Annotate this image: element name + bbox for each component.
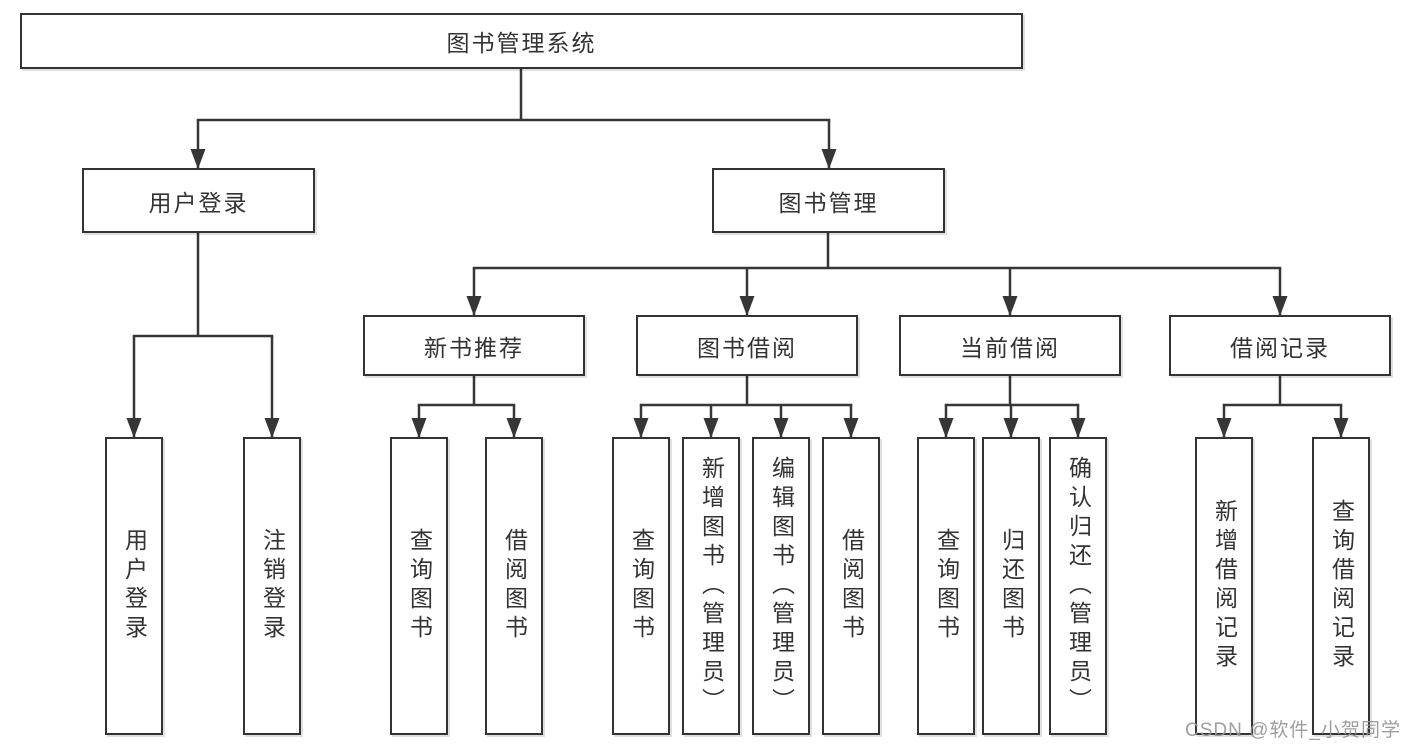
leaf-bb-add-books-admin: 新增图书（管理员） [682, 437, 740, 735]
trunk-borrow [639, 374, 853, 407]
leaf-br-add-record-label: 新增借阅记录 [1211, 499, 1238, 673]
leaf-cb-confirm-return-admin-label: 确认归还（管理员） [1065, 455, 1092, 717]
leaf-br-query-record-label: 查询借阅记录 [1328, 499, 1355, 673]
node-new-book-recommend: 新书推荐 [363, 315, 585, 376]
node-borrow-records: 借阅记录 [1169, 315, 1391, 376]
leaf-logout: 注销登录 [243, 437, 301, 735]
trunk-records [1222, 374, 1343, 407]
leaf-cb-query-books-label: 查询图书 [933, 528, 960, 644]
trunk-current [944, 374, 1080, 407]
leaf-bb-borrow-books-label: 借阅图书 [838, 528, 865, 644]
leaf-br-query-record: 查询借阅记录 [1312, 437, 1370, 735]
leaf-nb-query-books: 查询图书 [390, 437, 448, 735]
leaf-bb-query-books-label: 查询图书 [628, 528, 655, 644]
leaf-user-login-label: 用户登录 [121, 528, 148, 644]
node-book-borrow-label: 图书借阅 [697, 334, 797, 361]
leaf-bb-query-books: 查询图书 [612, 437, 670, 735]
leaf-cb-confirm-return-admin: 确认归还（管理员） [1049, 437, 1107, 735]
leaf-bb-borrow-books: 借阅图书 [822, 437, 880, 735]
leaf-nb-borrow-books: 借阅图书 [485, 437, 543, 735]
node-book-borrow: 图书借阅 [636, 315, 858, 376]
node-book-management-label: 图书管理 [778, 189, 879, 216]
leaf-user-login: 用户登录 [105, 437, 163, 735]
node-current-borrow: 当前借阅 [899, 315, 1121, 376]
trunk-root [196, 67, 831, 122]
node-borrow-records-label: 借阅记录 [1230, 334, 1330, 361]
node-root: 图书管理系统 [20, 13, 1023, 69]
leaf-cb-return-books: 归还图书 [982, 437, 1040, 735]
leaf-cb-query-books: 查询图书 [917, 437, 975, 735]
leaf-cb-return-books-label: 归还图书 [998, 528, 1025, 644]
node-current-borrow-label: 当前借阅 [960, 334, 1060, 361]
leaf-bb-add-books-admin-label: 新增图书（管理员） [698, 455, 725, 717]
node-new-book-recommend-label: 新书推荐 [424, 334, 524, 361]
leaf-logout-label: 注销登录 [259, 528, 286, 644]
node-root-label: 图书管理系统 [446, 30, 597, 56]
trunk-user-login [132, 231, 274, 338]
node-user-login: 用户登录 [82, 168, 315, 233]
leaf-bb-edit-books-admin-label: 编辑图书（管理员） [768, 455, 795, 717]
node-user-login-label: 用户登录 [148, 189, 249, 216]
leaf-br-add-record: 新增借阅记录 [1195, 437, 1253, 735]
leaf-nb-borrow-books-label: 借阅图书 [501, 528, 528, 644]
csdn-watermark: CSDN @软件_小贺同学 [1185, 720, 1401, 741]
trunk-newbook [417, 374, 516, 407]
leaf-bb-edit-books-admin: 编辑图书（管理员） [752, 437, 810, 735]
leaf-nb-query-books-label: 查询图书 [406, 528, 433, 644]
node-book-management: 图书管理 [712, 168, 945, 233]
trunk-book-mgmt [472, 231, 1282, 270]
